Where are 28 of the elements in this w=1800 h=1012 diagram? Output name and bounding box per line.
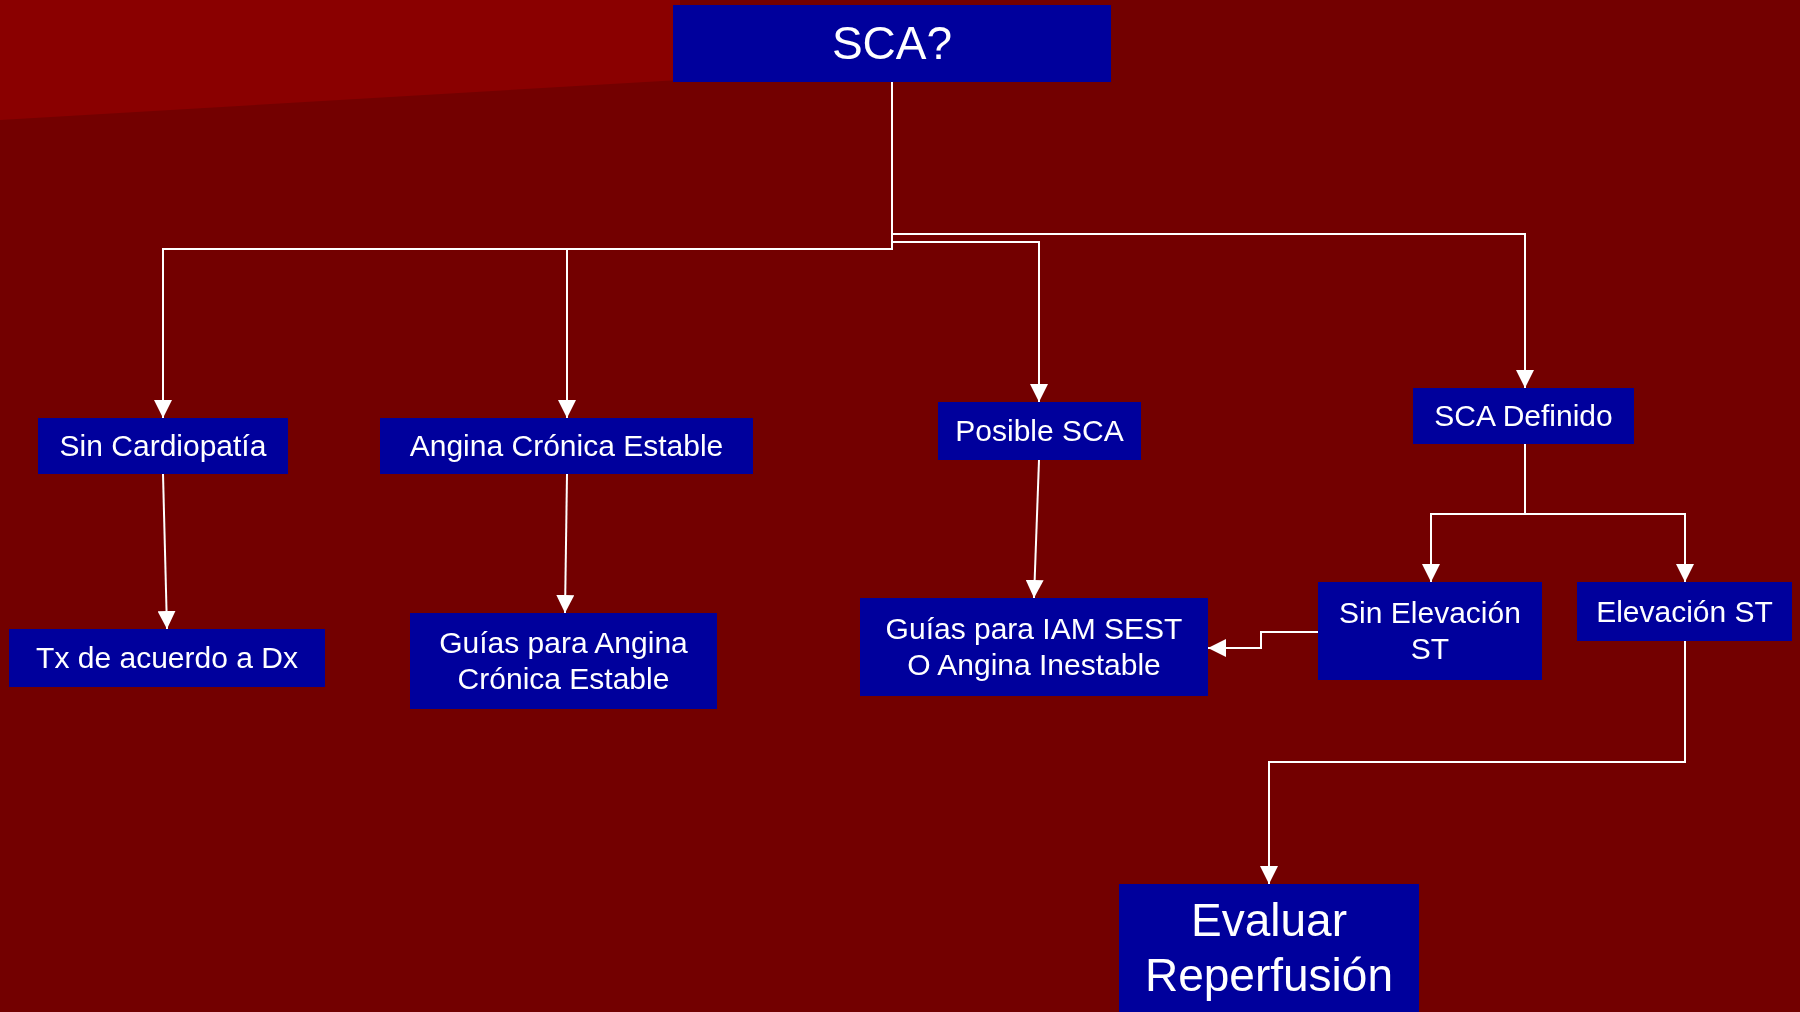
box-label: Guías para IAM SEST O Angina Inestable: [884, 611, 1184, 683]
process-box: [1119, 884, 1419, 1012]
process-box: [9, 629, 325, 687]
box-label: Elevación ST: [1596, 593, 1773, 630]
box-label: Sin Elevación ST: [1338, 595, 1522, 667]
arrow: [1025, 459, 1044, 599]
process-box: [860, 598, 1208, 696]
arrow: [1524, 443, 1694, 583]
process-box: [380, 418, 753, 474]
box-label: Posible SCA: [955, 413, 1124, 449]
box-label: Angina Crónica Estable: [409, 428, 724, 464]
arrow: [157, 473, 176, 630]
arrow: [1207, 631, 1319, 657]
process-box: [673, 5, 1111, 82]
arrow: [556, 473, 575, 614]
arrow: [1260, 640, 1686, 885]
process-box: [1413, 388, 1634, 444]
process-box: [38, 418, 288, 474]
box-label: Guías para Angina Crónica Estable: [438, 625, 689, 697]
box-label: Sin Cardiopatía: [59, 428, 267, 464]
process-box: [410, 613, 717, 709]
box-label: SCA Definido: [1434, 398, 1613, 434]
box-label: SCA?: [831, 15, 953, 71]
process-box: [1577, 582, 1792, 641]
box-label: Evaluar Reperfusión: [1143, 892, 1394, 1003]
process-box: [938, 402, 1141, 460]
box-label: Tx de acuerdo a Dx: [36, 640, 298, 676]
process-box: [1318, 582, 1542, 680]
